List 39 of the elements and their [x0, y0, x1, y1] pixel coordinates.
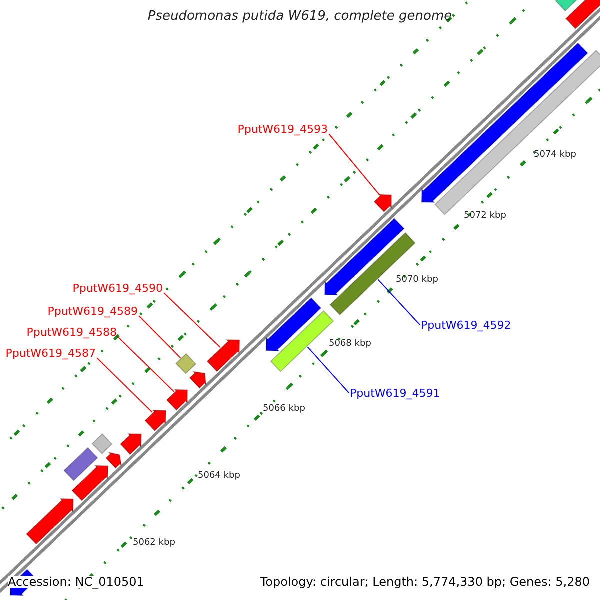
- gene-feature: [166, 389, 188, 411]
- gene-feature: [206, 339, 240, 372]
- gene-feature: [72, 465, 109, 502]
- scale-label: 5062 kbp: [133, 539, 176, 548]
- gene-feature: [144, 410, 167, 432]
- gene-label: PputW619_4593: [238, 124, 328, 135]
- leader-line: [138, 316, 182, 359]
- genome-info-note: Topology: circular; Length: 5,774,330 bp; Genes: 5,280: [260, 576, 590, 588]
- leader-line: [118, 336, 175, 392]
- gene-feature: [106, 452, 122, 469]
- gene-label: PputW619_4587: [6, 348, 96, 359]
- gene-feature: [421, 42, 588, 204]
- gene-feature: [374, 194, 392, 213]
- title: Pseudomonas putida W619, complete genome: [146, 10, 454, 23]
- gene-feature-block: [176, 353, 197, 374]
- gene-label: PputW619_4592: [421, 320, 512, 331]
- scale-label: 5070 kbp: [396, 276, 438, 285]
- gene-feature-block: [64, 447, 98, 482]
- gene-label: PputW619_4588: [26, 327, 117, 338]
- leader-line: [307, 346, 350, 394]
- leader-line: [378, 279, 420, 326]
- accession-note: Accession: NC_010501: [8, 576, 144, 588]
- leader-line: [328, 134, 380, 196]
- scale-label: 5068 kbp: [329, 340, 372, 349]
- scale-label: 5066 kbp: [263, 405, 306, 414]
- gene-label: PputW619_4591: [350, 388, 440, 399]
- scale-label: 5064 kbp: [198, 472, 240, 481]
- gene-feature: [565, 0, 600, 30]
- scale-label: 5074 kbp: [534, 151, 576, 160]
- gene-feature: [266, 297, 322, 352]
- scale-label: 5072 kbp: [464, 212, 506, 221]
- leader-line: [164, 292, 221, 348]
- gene-feature: [120, 433, 142, 456]
- gene-label: PputW619_4590: [72, 283, 163, 294]
- leader-line: [96, 358, 153, 414]
- gene-feature: [26, 498, 74, 545]
- gene-feature: [189, 371, 207, 389]
- gene-feature-block: [92, 433, 113, 455]
- gene-label: PputW619_4589: [48, 306, 138, 317]
